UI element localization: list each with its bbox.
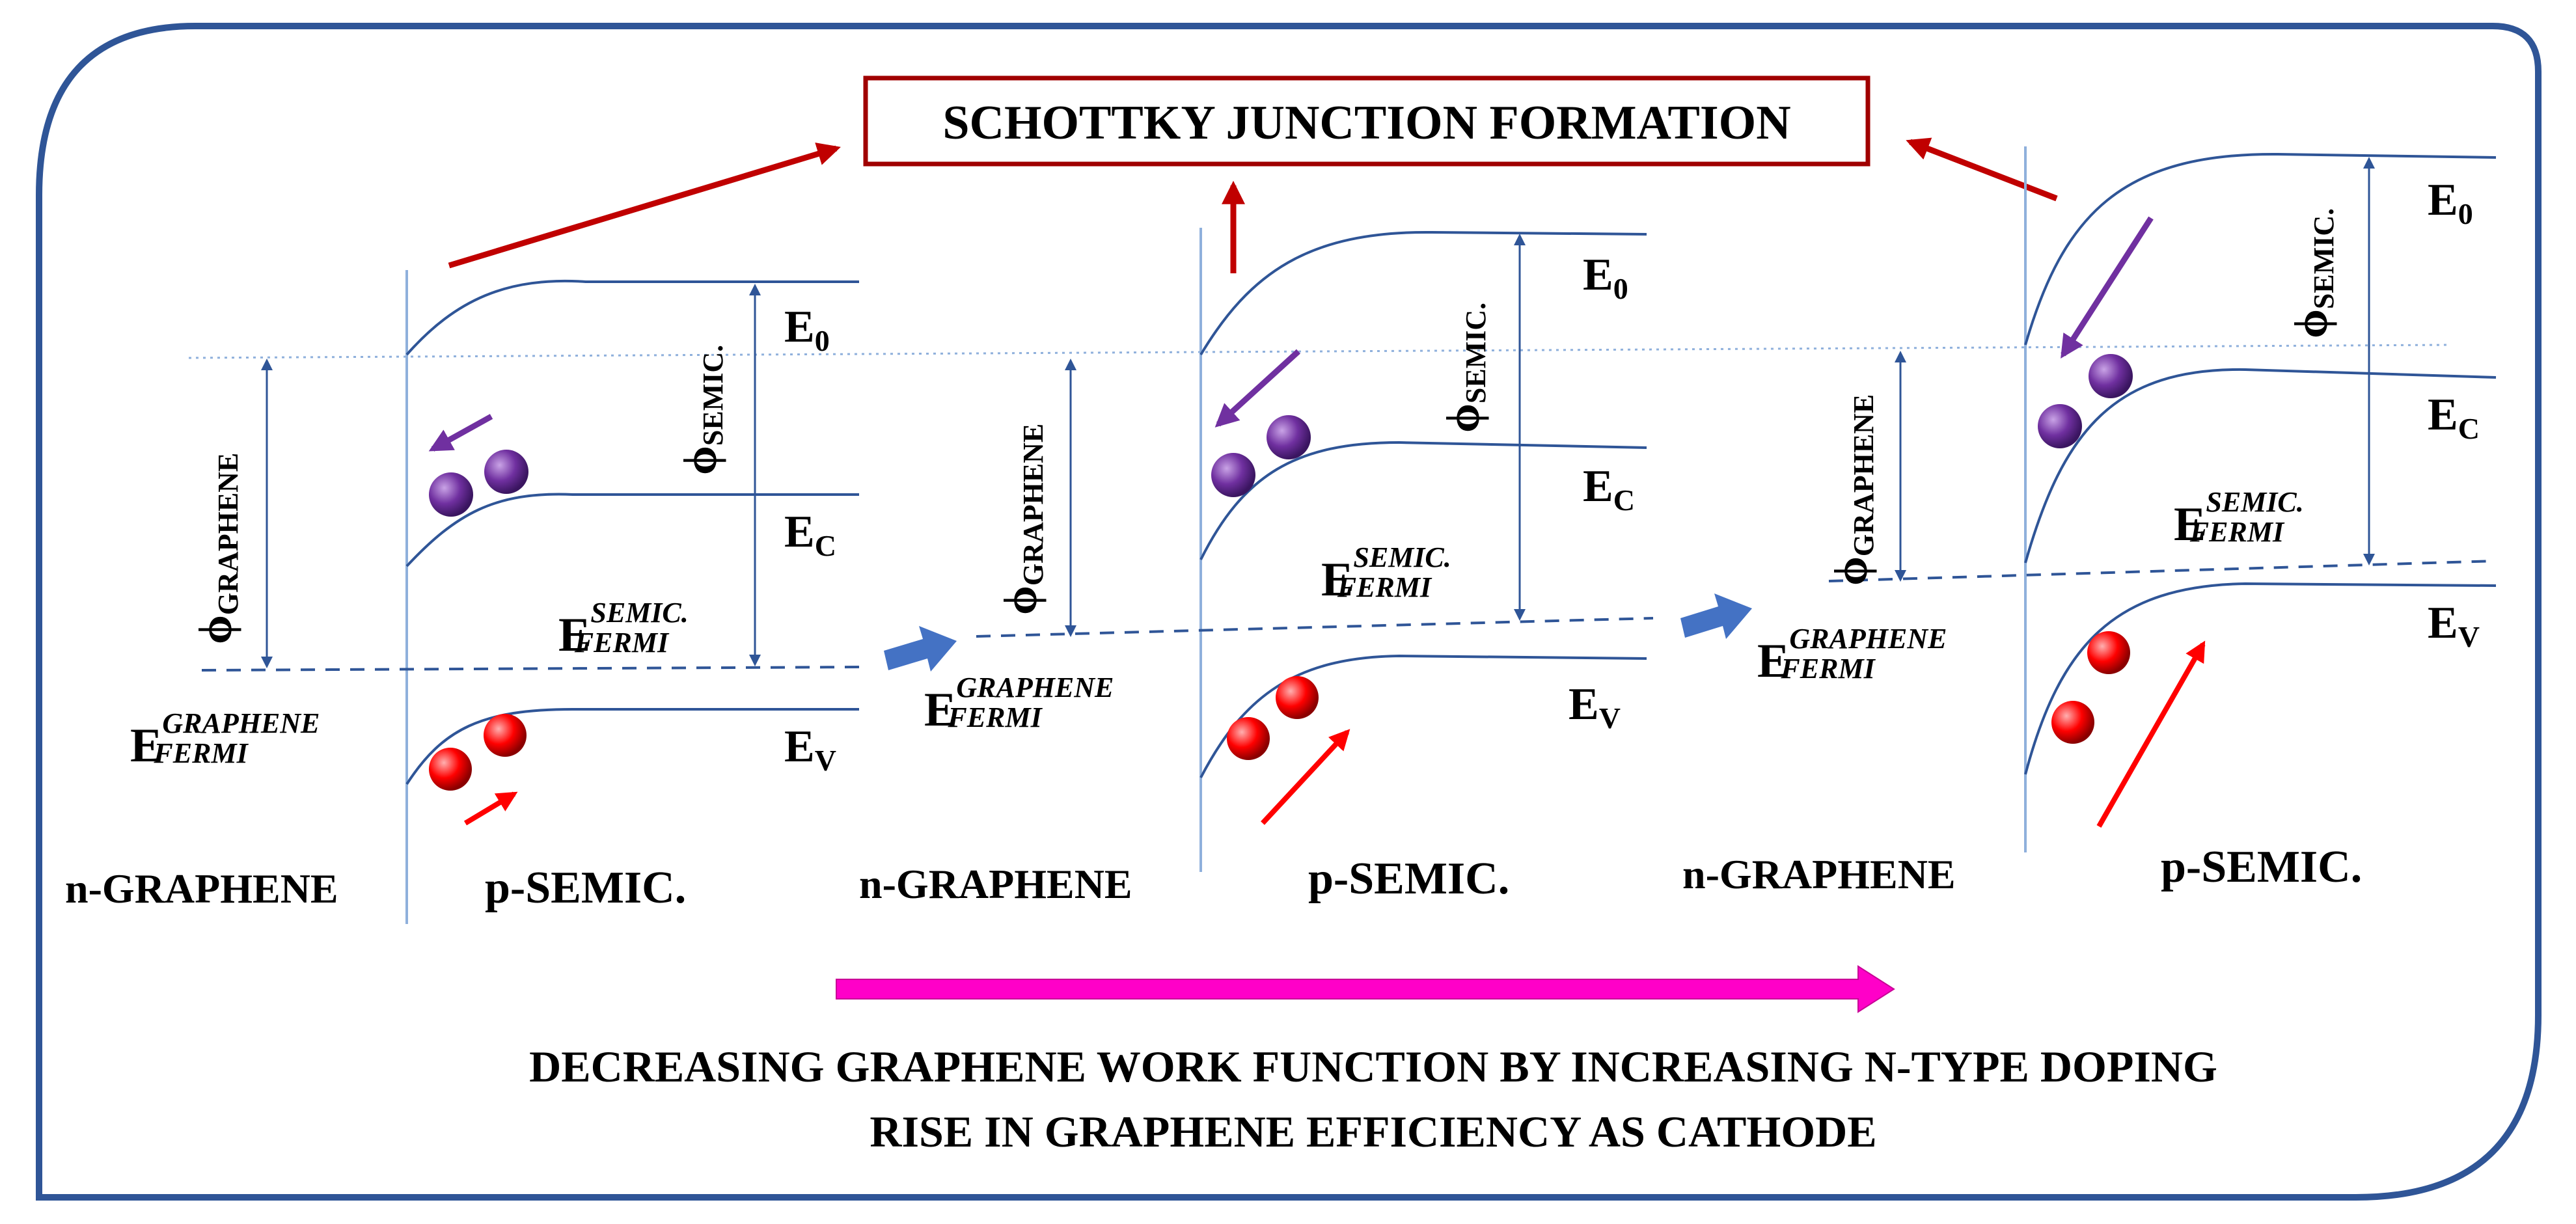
phi-semic-label: ϕSEMIC. bbox=[1437, 303, 1492, 433]
svg-text:ϕGRAPHENE: ϕGRAPHENE bbox=[994, 424, 1049, 615]
title-box: SCHOTTKY JUNCTION FORMATION bbox=[863, 75, 1870, 167]
conduction-band bbox=[2024, 368, 2497, 564]
semic-fermi-label: ESEMIC.FERMI bbox=[558, 597, 689, 662]
hole bbox=[2087, 631, 2130, 674]
title-arrow-left bbox=[448, 143, 841, 269]
hole bbox=[2051, 701, 2094, 744]
e0-label: E0 bbox=[2428, 175, 2473, 230]
graphene-fermi-level bbox=[201, 666, 866, 672]
n-side-label: n-GRAPHENE bbox=[1682, 851, 1956, 897]
phi-graphene-label: ϕGRAPHENE bbox=[994, 424, 1049, 615]
electron-arrow bbox=[428, 414, 493, 452]
vacuum-band bbox=[405, 279, 859, 356]
valence-band bbox=[405, 708, 859, 785]
outer-frame bbox=[36, 23, 2542, 1201]
panel-1: E0 EC EV ϕSEMIC. ϕGRAPHENE ESEMIC.FERMI … bbox=[65, 270, 866, 924]
graphene-fermi-level bbox=[1828, 560, 2497, 582]
phi-semic-label: ϕSEMIC. bbox=[674, 345, 729, 475]
panel-3: E0 EC EV ϕSEMIC. ϕGRAPHENE ESEMIC.FERMI … bbox=[1682, 146, 2497, 897]
electron-arrow bbox=[1214, 349, 1301, 428]
step-arrow-icon bbox=[884, 626, 957, 672]
hole-arrow bbox=[2096, 640, 2206, 828]
phi-semic-label: ϕSEMIC. bbox=[2285, 208, 2340, 338]
svg-text:ϕGRAPHENE: ϕGRAPHENE bbox=[1825, 394, 1880, 586]
hole bbox=[429, 748, 472, 791]
ec-label: EC bbox=[2428, 390, 2480, 445]
electron bbox=[429, 472, 473, 517]
p-side-label: p-SEMIC. bbox=[2161, 842, 2362, 892]
phi-graphene-label: ϕGRAPHENE bbox=[189, 453, 244, 644]
vacuum-band bbox=[2024, 152, 2497, 346]
electron bbox=[2038, 404, 2082, 448]
conduction-band bbox=[1199, 441, 1647, 560]
conduction-band bbox=[405, 493, 859, 567]
ec-label: EC bbox=[1583, 461, 1635, 517]
electron bbox=[2089, 354, 2133, 398]
ec-label: EC bbox=[784, 507, 836, 562]
svg-text:ϕGRAPHENE: ϕGRAPHENE bbox=[189, 453, 244, 644]
electron-arrow bbox=[2061, 216, 2154, 359]
title-arrow-right bbox=[1906, 137, 2058, 202]
caption-line-2: RISE IN GRAPHENE EFFICIENCY AS CATHODE bbox=[870, 1107, 1876, 1156]
svg-text:ϕSEMIC.: ϕSEMIC. bbox=[2285, 208, 2340, 338]
svg-text:ϕSEMIC.: ϕSEMIC. bbox=[1437, 303, 1492, 433]
e0-label: E0 bbox=[1583, 250, 1628, 305]
p-side-label: p-SEMIC. bbox=[485, 863, 686, 913]
panel-2: E0 EC EV ϕSEMIC. ϕGRAPHENE ESEMIC.FERMI … bbox=[859, 228, 1654, 907]
n-side-label: n-GRAPHENE bbox=[65, 865, 338, 912]
hole-arrow bbox=[463, 791, 518, 826]
hole bbox=[1227, 717, 1270, 760]
step-arrow-icon bbox=[1680, 593, 1752, 639]
semic-fermi-label: ESEMIC.FERMI bbox=[1321, 541, 1451, 606]
semic-fermi-label: ESEMIC.FERMI bbox=[2174, 486, 2304, 551]
valence-band bbox=[2024, 582, 2497, 775]
electron bbox=[1211, 453, 1255, 497]
ev-label: EV bbox=[1569, 679, 1621, 735]
e0-label: E0 bbox=[784, 302, 830, 357]
svg-text:ϕSEMIC.: ϕSEMIC. bbox=[674, 345, 729, 475]
electron bbox=[1267, 415, 1311, 459]
electron bbox=[484, 450, 528, 494]
graphene-fermi-level bbox=[976, 617, 1654, 638]
phi-graphene-label: ϕGRAPHENE bbox=[1825, 394, 1880, 586]
vacuum-band bbox=[1199, 230, 1647, 356]
caption-line-1: DECREASING GRAPHENE WORK FUNCTION BY INC… bbox=[529, 1042, 2217, 1091]
hole bbox=[484, 714, 527, 757]
p-side-label: p-SEMIC. bbox=[1308, 854, 1509, 904]
ev-label: EV bbox=[784, 722, 836, 777]
n-side-label: n-GRAPHENE bbox=[859, 861, 1132, 907]
title-text: SCHOTTKY JUNCTION FORMATION bbox=[942, 96, 1790, 150]
hole-arrow bbox=[1261, 729, 1350, 825]
flow-arrow-icon bbox=[836, 965, 1895, 1013]
ev-label: EV bbox=[2428, 598, 2480, 653]
hole bbox=[1276, 676, 1319, 719]
